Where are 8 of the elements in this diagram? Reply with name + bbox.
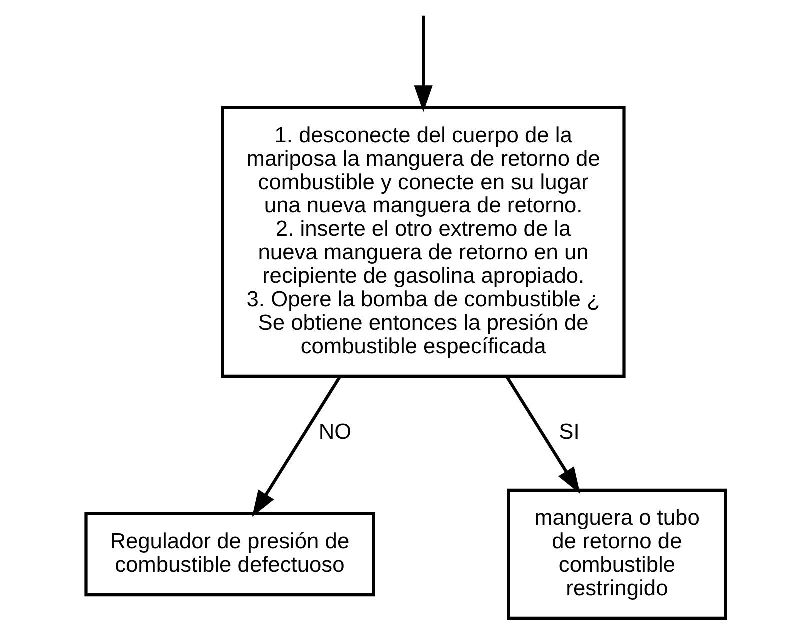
arrow	[506, 376, 580, 494]
node-box: 1. desconecte del cuerpo de la mariposa la manguera de retorno de combustible y conecte en su lugar una nueva manguera de retorno. 2. inserte el otro extremo de la nueva manguera de retorno en un recipiente de gasolina apropiado. 3. Opere la bomba de combustible ¿ Se obtiene entonces la presión de combustible específicada	[221, 106, 626, 378]
node-box: Regulador de presión de combustible defectuoso	[84, 512, 376, 597]
arrow	[414, 16, 433, 112]
node-box: manguera o tubo de retorno de combustible restringido	[507, 488, 728, 620]
edge-label: NO	[318, 419, 352, 444]
arrow	[252, 376, 342, 518]
edge-label: SI	[559, 419, 580, 444]
